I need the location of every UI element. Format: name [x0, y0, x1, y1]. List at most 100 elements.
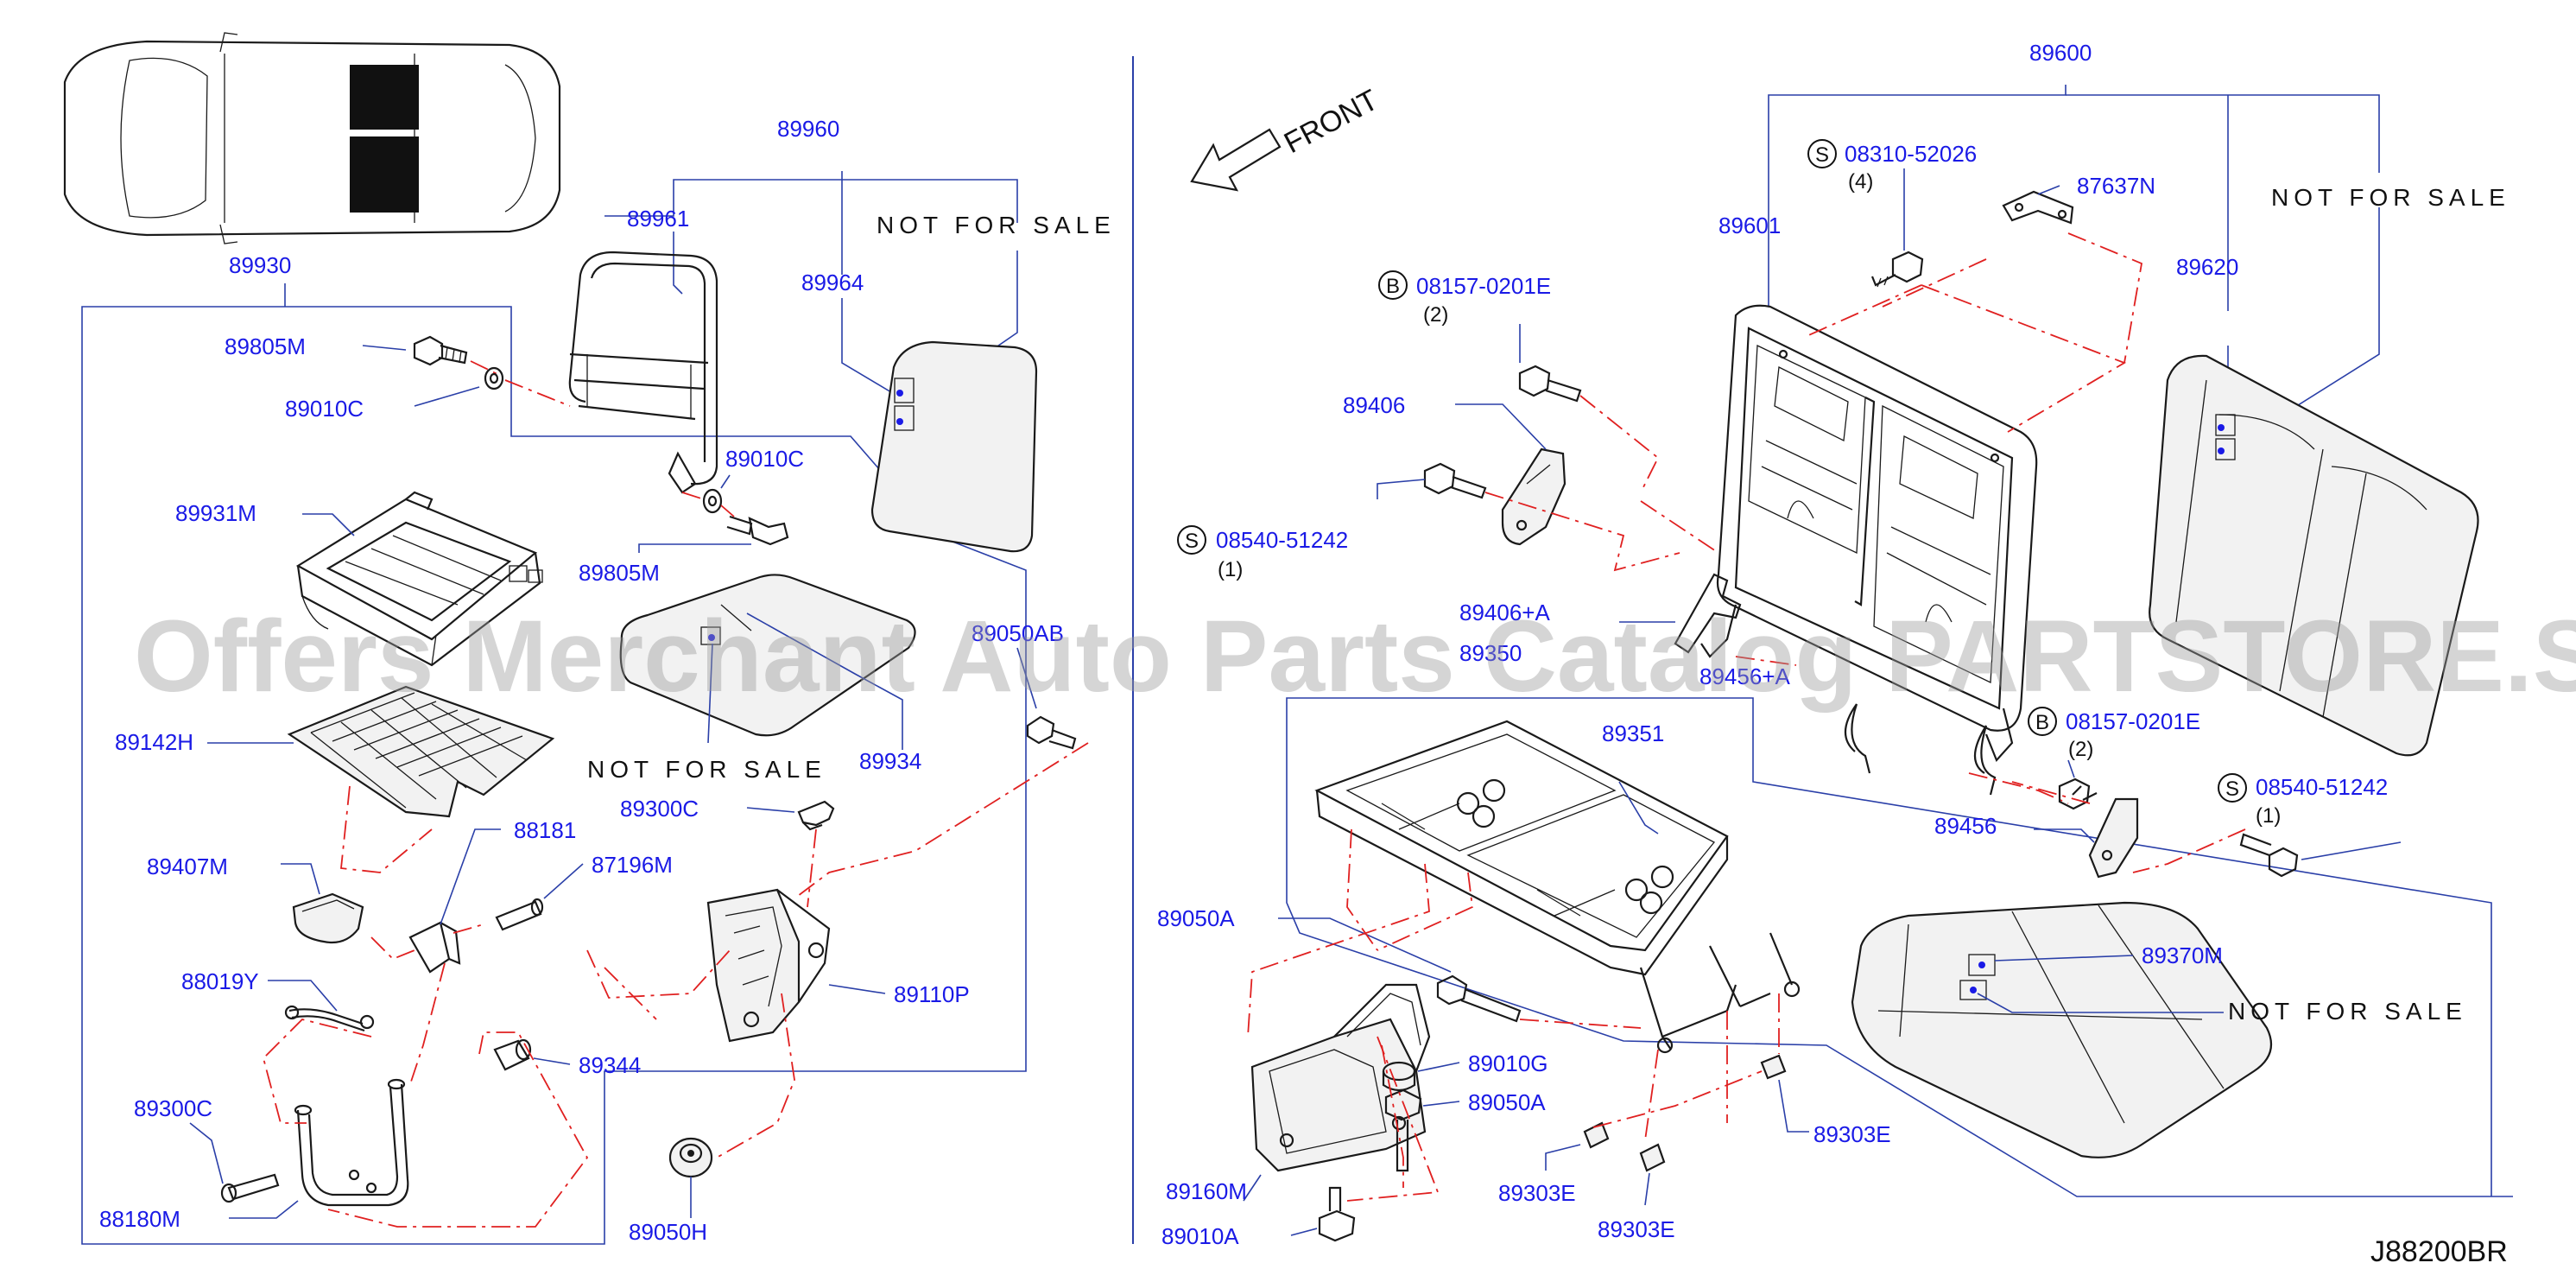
label-89350[interactable]: 89350 — [1459, 640, 1522, 666]
label-89010c-b[interactable]: 89010C — [725, 446, 804, 472]
label-89050ab[interactable]: 89050AB — [972, 620, 1064, 646]
part-89010a-bolt[interactable] — [1318, 1186, 1356, 1242]
label-89050h[interactable]: 89050H — [629, 1219, 707, 1245]
label-89142h[interactable]: 89142H — [115, 729, 193, 755]
label-89930[interactable]: 89930 — [229, 252, 291, 278]
label-89601[interactable]: 89601 — [1718, 213, 1781, 238]
callout-s-08540-b: S — [2218, 773, 2247, 803]
label-89351[interactable]: 89351 — [1602, 720, 1664, 746]
part-89620-seatback-cover[interactable] — [2149, 354, 2479, 757]
label-08157-0201e-b[interactable]: 08157-0201E — [2066, 708, 2200, 734]
svg-text:S: S — [1185, 530, 1199, 553]
label-88180m[interactable]: 88180M — [99, 1206, 180, 1232]
part-89010g-nut[interactable] — [1382, 1061, 1416, 1092]
label-89960[interactable]: 89960 — [777, 116, 839, 142]
part-89050a-bolt-b[interactable] — [1384, 1088, 1422, 1172]
part-08310-bolt[interactable] — [1870, 251, 1924, 288]
part-89406-bracket[interactable] — [1501, 447, 1566, 546]
part-89010c-washer[interactable] — [484, 366, 504, 390]
part-88180m-tube[interactable] — [294, 1078, 409, 1207]
label-89050a-b[interactable]: 89050A — [1468, 1089, 1546, 1115]
label-08540-51242-a[interactable]: 08540-51242 — [1216, 527, 1348, 553]
part-89370m-cushion-cover[interactable] — [1851, 901, 2273, 1158]
part-89300c-pin-b[interactable] — [220, 1173, 280, 1203]
part-89010c-washer-b[interactable] — [702, 488, 723, 514]
label-89456a[interactable]: 89456+A — [1699, 663, 1790, 689]
part-89300c-pin[interactable] — [797, 800, 835, 831]
part-89407m-cup[interactable] — [292, 892, 364, 944]
label-87637n[interactable]: 87637N — [2077, 173, 2155, 199]
label-89620[interactable]: 89620 — [2176, 254, 2238, 280]
label-08157-0201e-a[interactable]: 08157-0201E — [1416, 273, 1551, 299]
part-89160m-bracket[interactable] — [1250, 983, 1431, 1172]
part-88019y-wire[interactable] — [284, 1005, 375, 1032]
part-89805m-bolt-b[interactable] — [726, 515, 789, 546]
part-89934-cushion[interactable] — [619, 574, 916, 737]
diagram-code: J88200BR — [2370, 1235, 2508, 1268]
part-89050ab-clip[interactable] — [1026, 715, 1077, 750]
label-89934[interactable]: 89934 — [859, 748, 921, 774]
label-89961[interactable]: 89961 — [627, 206, 689, 232]
part-89601-seatback-frame[interactable] — [1700, 304, 2038, 763]
label-89303e-a[interactable]: 89303E — [1498, 1180, 1576, 1206]
part-89050h-grommet[interactable] — [668, 1137, 713, 1178]
part-89142h-mat[interactable] — [287, 685, 555, 818]
watermark-text: Offers Merchant Auto Parts Catalog PARTS… — [134, 600, 2576, 714]
label-08540-51242-b[interactable]: 08540-51242 — [2256, 774, 2388, 800]
part-89344-bushing[interactable] — [493, 1038, 532, 1071]
label-89805m-b[interactable]: 89805M — [579, 560, 660, 586]
label-89406a[interactable]: 89406+A — [1459, 600, 1550, 625]
label-88181[interactable]: 88181 — [514, 817, 576, 843]
label-89010c-a[interactable]: 89010C — [285, 396, 364, 422]
part-89050a-bolt-a[interactable] — [1436, 974, 1522, 1023]
not-for-sale-note: NOT FOR SALE — [2228, 998, 2467, 1025]
label-89344[interactable]: 89344 — [579, 1052, 641, 1078]
label-89160m[interactable]: 89160M — [1166, 1178, 1247, 1204]
label-89010a[interactable]: 89010A — [1161, 1223, 1239, 1249]
part-89110p-bracket[interactable] — [706, 888, 831, 1043]
label-89300c-b[interactable]: 89300C — [134, 1095, 212, 1121]
part-89351-cushion-frame[interactable] — [1314, 720, 1801, 1054]
not-for-sale-note: NOT FOR SALE — [587, 756, 826, 783]
qty-08540-b: (1) — [2256, 804, 2281, 828]
label-89456[interactable]: 89456 — [1934, 813, 1997, 839]
part-87637n-handle[interactable] — [2002, 190, 2074, 225]
label-89407m[interactable]: 89407M — [147, 854, 228, 879]
label-89600[interactable]: 89600 — [2029, 40, 2092, 66]
part-89964-pad[interactable] — [870, 340, 1038, 553]
callout-b-08157-b: B — [2028, 707, 2057, 736]
label-89303e-c[interactable]: 89303E — [1813, 1121, 1891, 1147]
qty-08157-a: (2) — [1423, 303, 1448, 327]
part-08540-screw-b[interactable] — [2239, 833, 2299, 878]
part-89406a-hook[interactable] — [1674, 573, 1997, 796]
svg-text:S: S — [2225, 777, 2239, 801]
label-89050a-a[interactable]: 89050A — [1157, 905, 1235, 931]
label-89370m[interactable]: 89370M — [2142, 942, 2223, 968]
part-87196m-pin[interactable] — [495, 898, 544, 931]
label-89110p[interactable]: 89110P — [894, 981, 970, 1007]
label-89300c-a[interactable]: 89300C — [620, 796, 699, 822]
part-88181-bracket[interactable] — [408, 921, 461, 974]
label-89406[interactable]: 89406 — [1343, 392, 1405, 418]
part-08157-bolt-a[interactable] — [1518, 365, 1582, 403]
label-87196m[interactable]: 87196M — [592, 852, 673, 878]
part-89805m-bolt[interactable] — [413, 335, 468, 366]
part-08540-screw-a[interactable] — [1423, 462, 1487, 499]
front-direction-arrow — [1190, 128, 1282, 192]
label-89805m-a[interactable]: 89805M — [225, 333, 306, 359]
part-08157-bolt-b[interactable] — [2058, 777, 2098, 810]
part-89931m-seat-frame[interactable] — [295, 491, 543, 667]
part-89303e-clip-b[interactable] — [1639, 1143, 1666, 1172]
label-89010g[interactable]: 89010G — [1468, 1050, 1548, 1076]
qty-08310: (4) — [1848, 170, 1873, 194]
label-89931m[interactable]: 89931M — [175, 500, 256, 526]
part-89961-frame[interactable] — [568, 251, 718, 494]
label-89303e-b[interactable]: 89303E — [1598, 1216, 1675, 1242]
callout-s-08540-a: S — [1177, 525, 1206, 555]
label-88019y[interactable]: 88019Y — [181, 968, 259, 994]
label-89964[interactable]: 89964 — [801, 270, 864, 295]
part-89303e-clip-c[interactable] — [1760, 1054, 1787, 1080]
part-89456-bracket[interactable] — [2088, 797, 2139, 879]
label-08310-52026[interactable]: 08310-52026 — [1845, 141, 1977, 167]
